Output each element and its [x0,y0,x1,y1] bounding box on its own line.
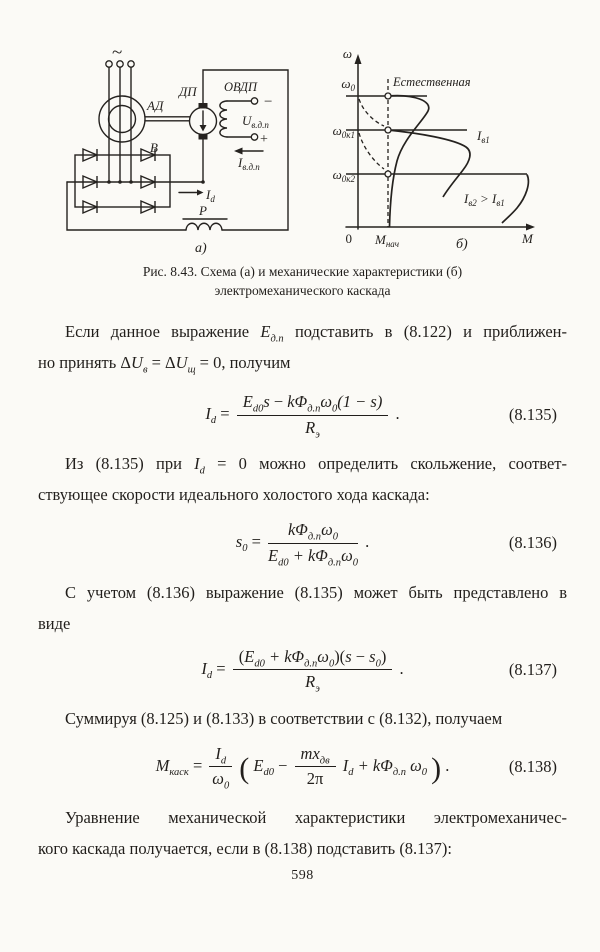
characteristics-chart: ω ω0 ω0к1 ω0к2 Естественная Iв1 Iв2 > Iв… [333,46,535,252]
plus-terminal: + [260,132,268,147]
characteristic-curves [387,94,530,228]
label-natural-curve: Естественная [392,75,471,89]
label-field-voltage: Uв.д.п [242,113,269,130]
tick-omega0k2: ω0к2 [333,167,356,184]
speed-level-lines [346,95,527,175]
paragraph-3: С учетом (8.136) выражение (8.135) может… [38,577,567,639]
paragraph-5: Уравнение механической характеристики эл… [38,802,567,864]
label-dc-current: Id [205,187,215,204]
equation-number: (8.137) [508,659,557,679]
page-number: 598 [291,868,314,883]
paragraph-2: Из (8.135) при Id = 0 можно определить с… [38,448,567,510]
circuit-solids [107,103,243,196]
label-rectifier: В [150,140,158,155]
panel-label-a: а) [195,241,207,256]
panel-label-b: б) [456,237,468,252]
label-curve-iv1: Iв1 [476,128,490,145]
paragraph-2-line-1: Из (8.135) при Id = 0 можно определить с… [65,454,567,477]
circuit-terminals [105,60,259,141]
label-curve-iv2: Iв2 > Iв1 [463,191,505,208]
equation-8-137: Id = (Ed0 + kΦд.пω0)(s − s0) Rэ . (8.137… [201,646,557,695]
equation-number: (8.138) [508,756,557,776]
label-m-start: Мнач [374,232,399,249]
close-paren: ) [431,751,442,785]
paragraph-5-line-2: кого каскада получается, если в (8.138) … [38,839,453,858]
paragraph-1-line-2: но принять ΔUв = ΔUщ = 0, получим [38,353,291,376]
diode-symbols [82,147,157,215]
no-load-points [384,92,392,178]
label-field-current: Iв.д.п [237,155,260,172]
circuit-diagram: ~ АД ДП ОВДП Uв.д.п − + Iв.д.п В Id Р а) [66,42,289,256]
equation-8-135: Id = Ed0s − kΦд.пω0(1 − s) Rэ . (8.135) [205,392,557,440]
figure-caption: Рис. 8.43. Схема (а) и механические хара… [38,262,567,300]
fraction: (Ed0 + kΦд.пω0)(s − s0) Rэ [232,647,393,694]
paragraph-5-line-1: Уравнение механической характеристики эл… [65,808,567,827]
chart-axes [345,59,529,230]
label-dc-machine: ДП [177,84,198,99]
paragraph-2-line-2: ствующее скорости идеального холостого х… [38,485,430,505]
paragraph-1: Если данное выражение Eд.п подставить в … [38,316,567,378]
equation-8-138: Mкаск = Id ω0 ( Ed0 − mxдв 2π Id + kΦд.п… [155,743,557,792]
equation-8-136: s0 = kΦд.пω0 Ed0 + kΦд.пω0 . (8.136) [235,520,557,569]
paragraph-3-line-2: виде [38,613,71,633]
label-field-winding: ОВДП [224,80,258,94]
dashed-guides [358,79,389,227]
tick-omega0: ω0 [341,76,355,93]
fraction: kΦд.пω0 Ed0 + kΦд.пω0 [268,520,358,569]
equation-number: (8.135) [508,405,557,425]
caption-line-2: электромеханического каскада [214,283,391,298]
paragraph-4-line-1: Суммируя (8.125) и (8.133) в соответстви… [65,708,503,728]
label-induction-motor: АД [146,98,164,113]
fraction: Id ω0 [209,744,233,791]
fraction: mxдв 2π [294,744,336,790]
label-reactor: Р [198,203,207,218]
paragraph-4: Суммируя (8.125) и (8.133) в соответстви… [38,703,567,734]
equation-number: (8.136) [508,533,557,553]
minus-terminal: − [264,94,272,110]
tick-omega0k1: ω0к1 [333,123,355,140]
figure-8-43: ~ АД ДП ОВДП Uв.д.п − + Iв.д.п В Id Р а) [38,28,567,258]
caption-line-1: Рис. 8.43. Схема (а) и механические хара… [142,264,463,279]
y-axis-label: ω [343,46,352,61]
origin-label: 0 [346,231,353,246]
axis-arrowheads [354,54,535,231]
circuit-wires [66,66,289,231]
paragraph-3-line-1: С учетом (8.136) выражение (8.135) может… [65,582,567,602]
open-paren: ( [239,751,250,785]
book-page: ~ АД ДП ОВДП Uв.д.п − + Iв.д.п В Id Р а) [0,28,600,884]
x-axis-label: М [521,231,534,246]
paragraph-1-line-1: Если данное выражение Eд.п подставить в … [65,322,567,345]
ac-supply-symbol: ~ [112,42,122,63]
fraction: Ed0s − kΦд.пω0(1 − s) Rэ [236,392,389,440]
